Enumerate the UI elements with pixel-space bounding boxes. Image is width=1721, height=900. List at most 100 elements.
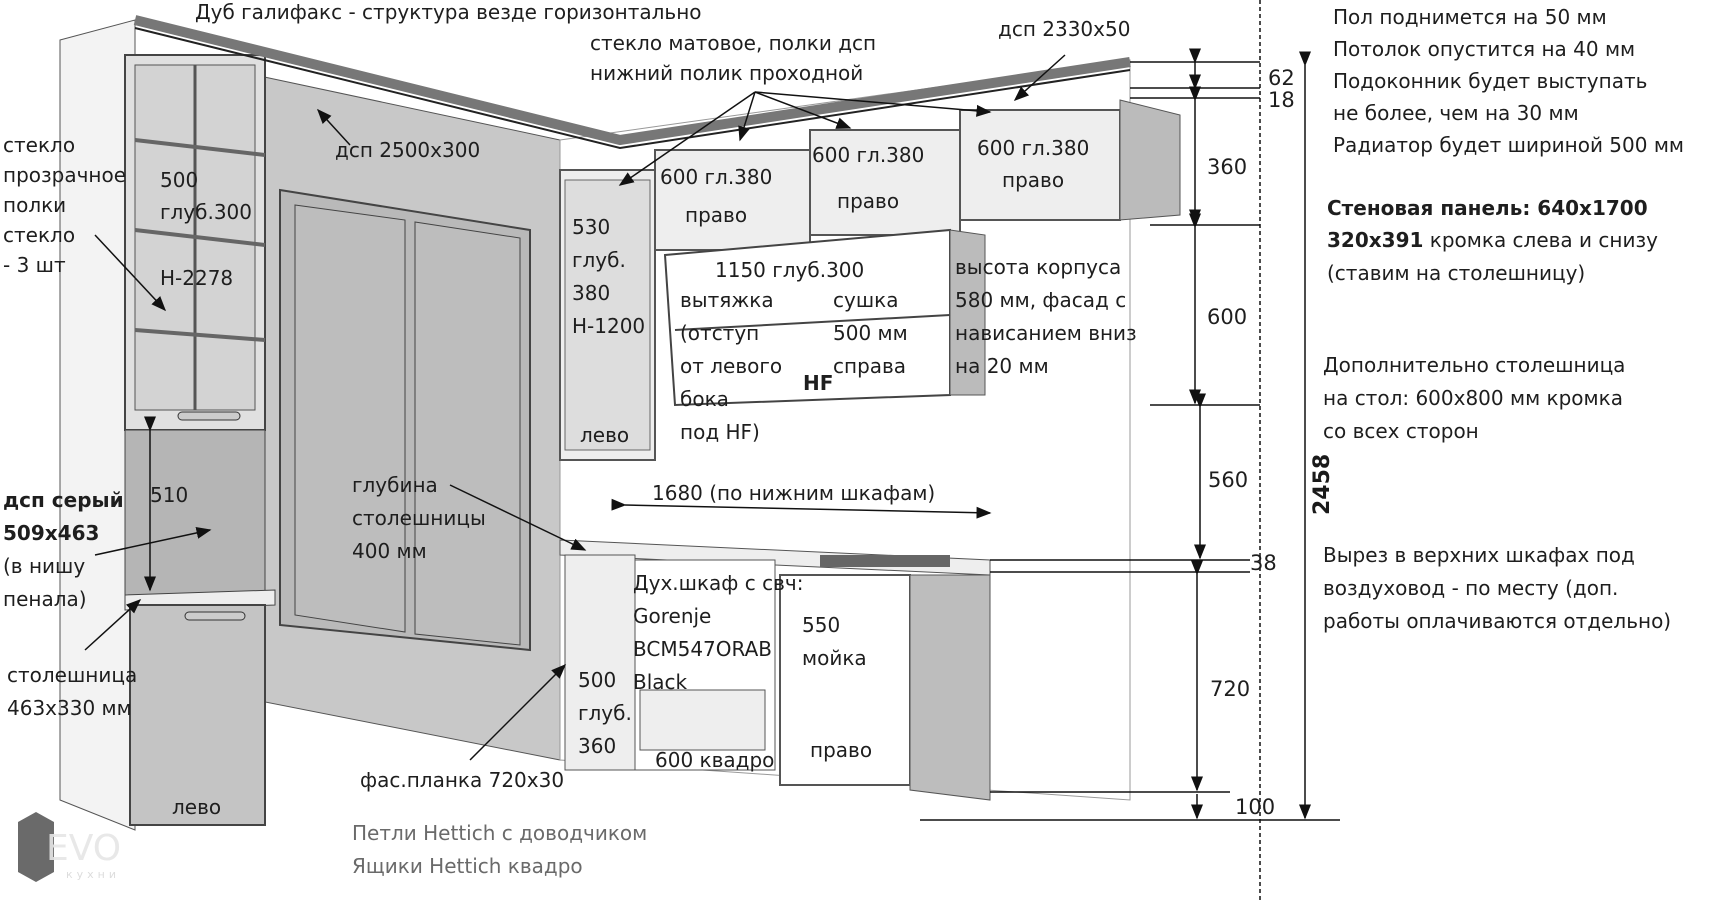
narrow-upper-hinge: лево [580,423,630,447]
hood-hf-label: HF [803,371,834,395]
narrow-upper-height: H-1200 [572,314,646,338]
hood-line: бока [680,387,729,411]
hood-line: под HF) [680,420,760,444]
dim-360: 360 [1207,155,1248,179]
corpus-note: нависанием вниз [955,321,1137,345]
lower-width-label: 1680 (по нижним шкафам) [652,481,936,505]
dsp-grey-note-2: пенала) [3,587,87,611]
dsp-grey-label: дсп серый [3,488,124,512]
callout-arrows [84,54,1066,761]
glass-matte-label-2: нижний полик проходной [590,61,864,85]
hardware-line: Петли Hettich с доводчиком [352,821,648,845]
hood-line: вытяжка [680,288,774,312]
drawers-depth: 360 [578,734,617,758]
tall-cabinet-height: H-2278 [160,266,234,290]
dsp-side-label: дсп 2500x300 [335,138,481,162]
cutout-line: Вырез в верхних шкафах под [1323,543,1635,567]
dimension-lines [144,0,1340,900]
countertop-small-size: 463x330 мм [7,696,132,720]
hexagon-logo-icon: EVO кухни [18,812,121,882]
niche-height: 510 [150,483,189,507]
room-note: Подоконник будет выступать [1333,69,1648,93]
oven-base-label: 600 квадро [655,748,775,772]
extra-top-line: на стол: 600x800 мм кромка [1323,386,1623,410]
oven-line: BCM547ORAB [633,637,772,661]
evo-logo: EVO кухни [18,812,158,882]
room-note: Потолок опустится на 40 мм [1333,37,1636,61]
dsp-grey-note-1: (в нишу [3,554,86,578]
upper2-size: 600 гл.380 [812,143,925,167]
dim-720: 720 [1210,677,1251,701]
dsp-top-label: дсп 2330x50 [998,17,1131,41]
glass-clear-line: прозрачное [3,163,127,187]
dryer-line: 500 мм [833,321,908,345]
dim-100: 100 [1235,795,1276,819]
oven-line: Дух.шкаф с свч: [633,571,804,595]
lower-cabinets [559,539,991,801]
crown-molding [133,15,1131,146]
room-note: Пол поднимется на 50 мм [1333,5,1607,29]
corpus-note: высота корпуса [955,255,1122,279]
upper-cabinets [559,99,1181,461]
left-door-hinge: лево [172,795,222,819]
wall-panel-edge: кромка слева и снизу [1423,228,1658,252]
extra-top-line: Дополнительно столешница [1323,353,1626,377]
dim-600: 600 [1207,305,1248,329]
upper1-size: 600 гл.380 [660,165,773,189]
corpus-note: 580 мм, фасад с [955,288,1127,312]
panel-strip-label: фас.планка 720x30 [360,768,565,792]
dim-62: 62 [1268,66,1295,90]
sink-width: 550 [802,613,841,637]
glass-clear-line: - 3 шт [3,253,66,277]
logo-text: EVO [46,828,121,869]
wall-panel-line-3: (ставим на столешницу) [1327,261,1586,285]
dim-total: 2458 [1310,453,1335,515]
wall-panel-line-2: 320x391 кромка слева и снизу [1327,225,1658,255]
glass-matte-label-1: стекло матовое, полки дсп [590,31,877,55]
drawers-depth-label: глуб. [578,701,632,725]
dim-18: 18 [1268,88,1295,112]
cutout-line: работы оплачиваются отдельно) [1323,609,1672,633]
narrow-upper-width: 530 [572,215,611,239]
extra-top-line: со всех сторон [1323,419,1479,443]
drawers-width: 500 [578,668,617,692]
upper1-hinge: право [685,203,748,227]
tall-cabinet-width: 500 [160,168,199,192]
room-note: Радиатор будет шириной 500 мм [1333,133,1685,157]
glass-clear-line: стекло [3,223,76,247]
tall-cabinet-depth: глуб.300 [160,200,252,224]
wall-panel-size: 320x391 [1327,228,1424,252]
glass-clear-line: полки [3,193,67,217]
countertop-depth-1: глубина [352,473,438,497]
countertop-depth-3: 400 мм [352,539,427,563]
dryer-line: справа [833,354,907,378]
narrow-upper-depth-label: глуб. [572,248,626,272]
hood-block-size: 1150 глуб.300 [715,258,865,282]
hood-line: от левого [680,354,783,378]
cutout-line: воздуховод - по месту (доп. [1323,576,1619,600]
glass-clear-line: стекло [3,133,76,157]
sink-label: мойка [802,646,867,670]
upper3-hinge: право [1002,168,1065,192]
title-label: Дуб галифакс - структура везде горизонта… [195,0,702,24]
upper2-hinge: право [837,189,900,213]
hood-line: (отступ [680,321,760,345]
countertop-small-label: столешница [7,663,138,687]
countertop-depth-2: столешницы [352,506,486,530]
dryer-line: сушка [833,288,899,312]
narrow-upper-depth: 380 [572,281,611,305]
window [279,188,531,652]
dsp-grey-size: 509x463 [3,521,100,545]
dim-38: 38 [1250,551,1277,575]
sink-hinge: право [810,738,873,762]
wall-panel-line-1: Стеновая панель: 640x1700 [1327,196,1648,220]
oven-line: Black [633,670,688,694]
hardware-line: Ящики Hettich квадро [352,854,583,878]
tall-cabinet [59,19,276,831]
oven-line: Gorenje [633,604,712,628]
logo-sub: кухни [66,868,120,881]
corpus-note: на 20 мм [955,354,1049,378]
upper3-size: 600 гл.380 [977,136,1090,160]
dim-560: 560 [1208,468,1249,492]
